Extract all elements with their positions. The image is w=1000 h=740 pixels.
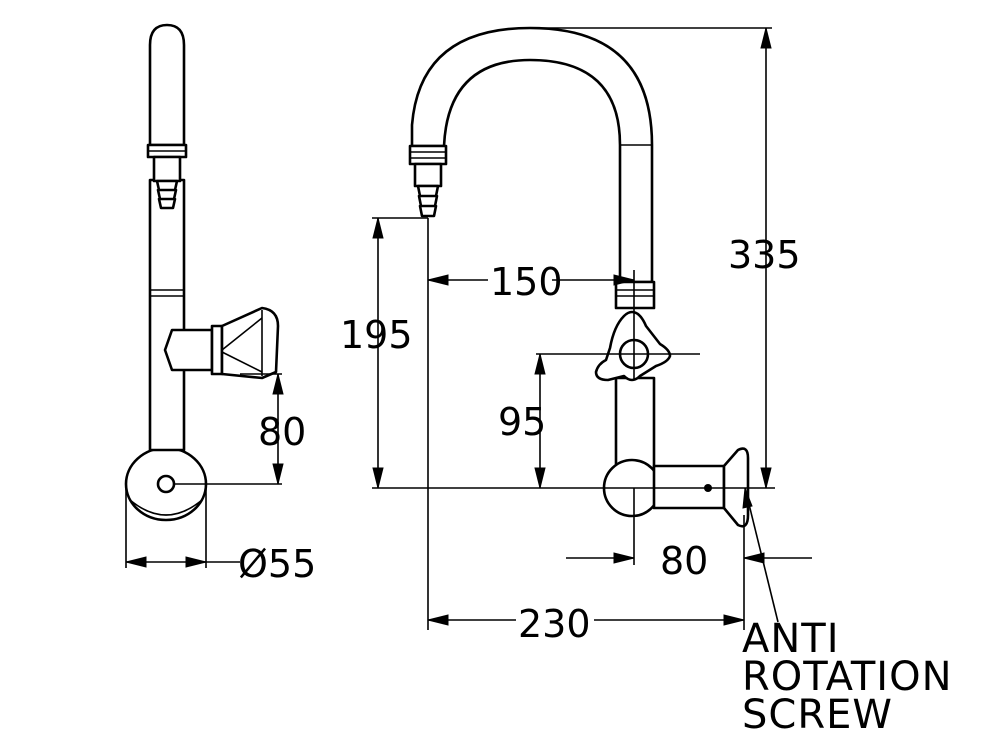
dim-230: 230 <box>518 602 591 646</box>
spout-nozzle-ring <box>408 144 448 166</box>
note-line-2: ROTATION <box>742 654 953 700</box>
side-valve-body <box>163 328 214 372</box>
side-pipe <box>148 178 186 452</box>
wall-arm <box>652 464 726 510</box>
dim-335: 335 <box>728 233 801 277</box>
side-handle <box>220 306 280 380</box>
side-wall-flange-shade <box>129 499 203 516</box>
gooseneck-spout <box>410 26 654 284</box>
dim-195: 195 <box>340 313 413 357</box>
side-hose-serration <box>155 179 179 210</box>
dim-diameter-55: Ø55 <box>238 542 316 586</box>
dim-80-side: 80 <box>258 410 306 454</box>
spout-nozzle <box>413 162 443 188</box>
note-anti-rotation-screw: ANTI ROTATION SCREW <box>742 616 953 738</box>
dim-150: 150 <box>490 260 563 304</box>
stem-to-elbow <box>614 376 656 472</box>
side-spout <box>148 23 186 147</box>
note-line-1: ANTI <box>742 616 840 662</box>
front-view: 335 195 150 95 80 230 <box>340 26 812 646</box>
side-view: 80 Ø55 <box>124 23 316 586</box>
hose-serration <box>416 184 440 218</box>
dim-80-front: 80 <box>660 539 708 583</box>
side-nozzle <box>152 155 182 183</box>
side-flange-center <box>156 474 176 494</box>
note-line-3: SCREW <box>742 692 893 738</box>
dim-95: 95 <box>498 400 546 444</box>
lower-stem <box>614 280 656 310</box>
